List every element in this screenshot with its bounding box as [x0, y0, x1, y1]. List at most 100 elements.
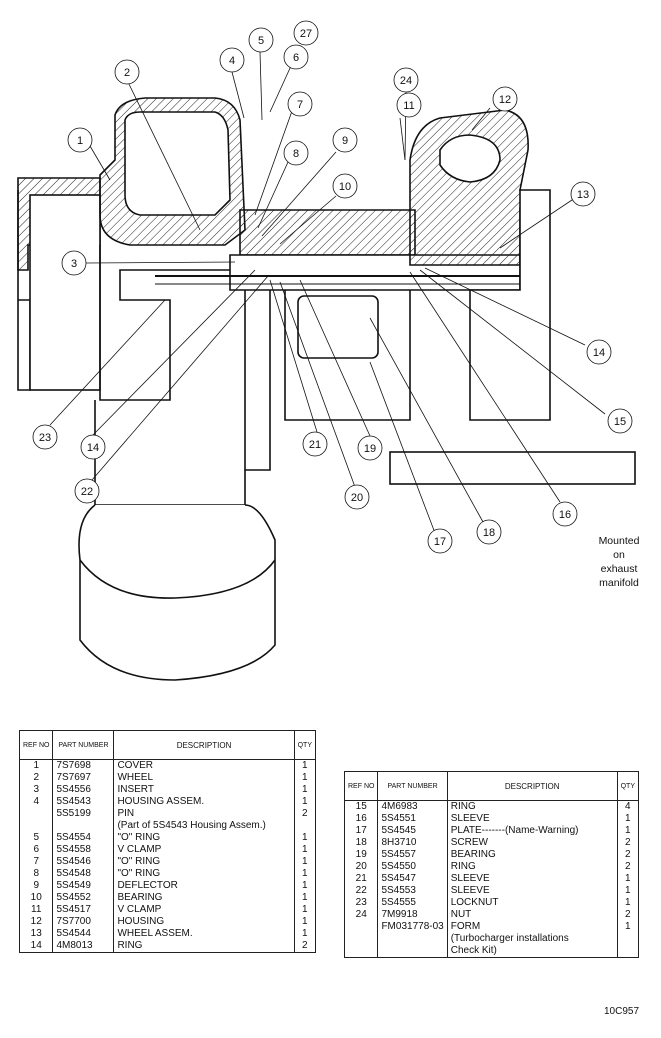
ref-cell: 23	[343, 897, 379, 909]
ref-cell: 13	[18, 928, 54, 940]
ref-cell: 18	[343, 837, 379, 849]
part-number-cell: 5S4552	[52, 892, 115, 904]
qty-cell: 1	[616, 873, 640, 885]
part-number-cell: 5S4551	[377, 813, 448, 825]
note-line: exhaust	[600, 563, 638, 575]
description-cell: BEARING	[113, 892, 295, 904]
part-number-cell: 5S4544	[52, 928, 115, 940]
description-cell: NUT	[446, 909, 618, 921]
description-cell: SLEEVE	[446, 885, 618, 897]
qty-cell: 1	[293, 832, 317, 844]
ref-cell: 12	[18, 916, 54, 928]
callout-label: 20	[351, 492, 363, 504]
description-cell: LOCKNUT	[446, 897, 618, 909]
header-description: DESCRIPTION	[113, 730, 295, 760]
part-number-cell: 5S4543	[52, 796, 115, 808]
description-cell: BEARING	[446, 849, 618, 861]
part-number-cell: 5S4558	[52, 844, 115, 856]
callout-label: 12	[499, 94, 511, 106]
qty-cell	[293, 820, 317, 832]
ref-cell	[343, 933, 379, 945]
table-row: Check Kit)	[343, 945, 640, 958]
callout-label: 18	[483, 527, 495, 539]
part-number-cell: 5S5199	[52, 808, 115, 820]
ref-cell: 2	[18, 772, 54, 784]
ref-cell: 22	[343, 885, 379, 897]
table-header-row: REF NO PART NUMBER DESCRIPTION QTY	[343, 771, 640, 801]
callout-label: 27	[300, 28, 312, 40]
qty-cell: 1	[616, 897, 640, 909]
part-number-cell: 4M8013	[52, 940, 115, 953]
table-row: (Turbocharger installations	[343, 933, 640, 945]
qty-cell: 1	[293, 856, 317, 868]
description-cell: SLEEVE	[446, 813, 618, 825]
description-cell: DEFLECTOR	[113, 880, 295, 892]
ref-cell: 24	[343, 909, 379, 921]
qty-cell: 1	[293, 844, 317, 856]
part-number-cell: FM031778-03	[377, 921, 448, 933]
callout-label: 16	[559, 509, 571, 521]
callout-label: 11	[403, 100, 414, 112]
ref-cell: 5	[18, 832, 54, 844]
qty-cell	[616, 933, 640, 945]
description-cell: FORM	[446, 921, 618, 933]
description-cell: (Part of 5S4543 Housing Assem.)	[113, 820, 295, 832]
part-number-cell	[377, 945, 448, 958]
ref-cell: 11	[18, 904, 54, 916]
header-part-number: PART NUMBER	[377, 771, 448, 801]
qty-cell: 1	[293, 784, 317, 796]
callout-label: 19	[364, 443, 376, 455]
part-number-cell: 7S7698	[52, 759, 115, 772]
description-cell: SCREW	[446, 837, 618, 849]
description-cell: COVER	[113, 759, 295, 772]
qty-cell: 2	[616, 861, 640, 873]
description-cell: WHEEL	[113, 772, 295, 784]
callout-circles	[32, 20, 633, 554]
callout-label: 9	[342, 135, 348, 147]
ref-cell: 3	[18, 784, 54, 796]
qty-cell: 1	[616, 813, 640, 825]
ref-cell: 8	[18, 868, 54, 880]
description-cell: INSERT	[113, 784, 295, 796]
header-part-number: PART NUMBER	[52, 730, 115, 760]
note-line: Mounted	[598, 535, 640, 547]
ref-cell: 20	[343, 861, 379, 873]
part-number-cell: 5S4517	[52, 904, 115, 916]
qty-cell: 1	[616, 921, 640, 933]
part-number-cell: 5S4550	[377, 861, 448, 873]
qty-cell: 2	[293, 808, 317, 820]
description-cell: HOUSING	[113, 916, 295, 928]
description-cell: PIN	[113, 808, 295, 820]
callout-label: 17	[434, 536, 446, 548]
part-number-cell: 5S4555	[377, 897, 448, 909]
ref-cell	[18, 820, 54, 832]
qty-cell: 1	[293, 772, 317, 784]
qty-cell: 1	[293, 796, 317, 808]
callout-label: 2	[124, 67, 130, 79]
turbocharger-cross-section-diagram: 1 2 3 4 5 27 6 7 8 9 10 24 11 12 13 14 1…	[17, 20, 636, 681]
callout-label: 6	[293, 52, 299, 64]
description-cell: SLEEVE	[446, 873, 618, 885]
description-cell: (Turbocharger installations	[446, 933, 618, 945]
ref-cell: 14	[18, 940, 54, 953]
ref-cell: 7	[18, 856, 54, 868]
callout-label: 1	[77, 135, 83, 147]
part-number-cell	[377, 933, 448, 945]
description-cell: WHEEL ASSEM.	[113, 928, 295, 940]
description-cell: HOUSING ASSEM.	[113, 796, 295, 808]
part-number-cell: 5S4557	[377, 849, 448, 861]
